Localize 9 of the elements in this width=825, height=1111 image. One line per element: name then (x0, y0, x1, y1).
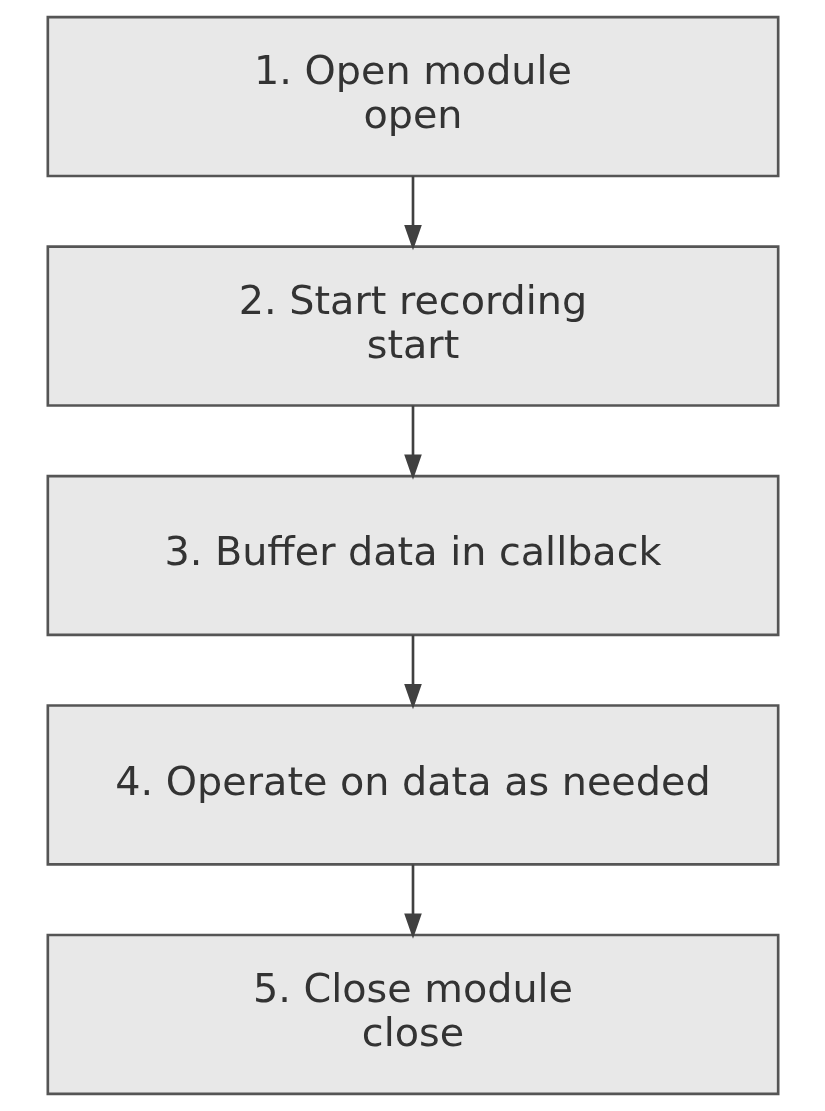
node-box: 1. Open module open (46, 15, 779, 178)
arrow (403, 635, 422, 710)
arrow (403, 176, 422, 251)
node-box: 5. Close module close (46, 933, 779, 1096)
node-box: 4. Operate on data as needed (46, 704, 779, 866)
arrow (403, 864, 422, 939)
node-box: 2. Start recording start (46, 245, 779, 407)
arrow (403, 405, 422, 480)
node-box: 3. Buffer data in callback (46, 474, 779, 637)
